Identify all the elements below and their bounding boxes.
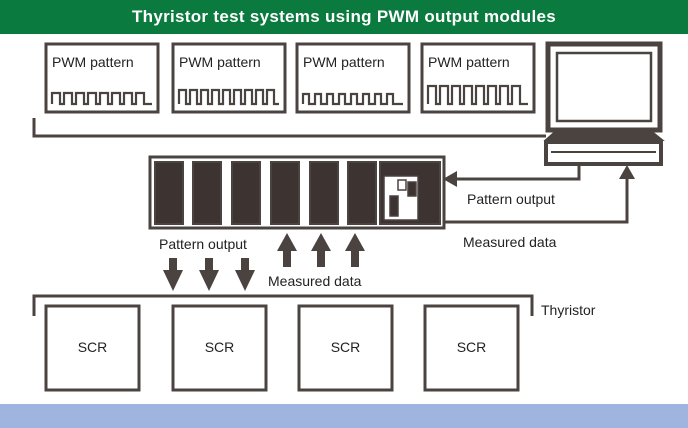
- pwm-pattern-box-1: [44, 42, 160, 114]
- plc-module-1: [154, 161, 184, 225]
- pwm-waveform-2: [177, 88, 279, 106]
- plc-module-5: [309, 161, 339, 225]
- scr-box-4: [423, 304, 520, 392]
- measured-data-arrowhead: [619, 165, 635, 179]
- pattern-output-label-plc: Pattern output: [467, 191, 555, 207]
- pwm-pattern-label-2: PWM pattern: [179, 54, 261, 70]
- pattern-bracket-line: [32, 118, 546, 138]
- scr-box-2: [171, 304, 268, 392]
- down-arrow-2: [199, 258, 219, 291]
- computer-screen: [555, 51, 653, 123]
- pwm-waveform-4: [426, 84, 528, 106]
- measured-data-line: [444, 178, 629, 224]
- diagram-title: Thyristor test systems using PWM output …: [0, 0, 688, 34]
- computer-base: [543, 131, 665, 141]
- scr-box-1: [44, 304, 141, 392]
- pwm-waveform-1: [50, 91, 152, 106]
- computer-monitor: [545, 41, 663, 133]
- plc-module-2: [192, 161, 222, 225]
- pwm-pattern-box-3: [295, 42, 411, 114]
- up-arrow-2: [311, 233, 331, 267]
- pwm-pattern-label-1: PWM pattern: [52, 54, 134, 70]
- scr-label-4: SCR: [456, 339, 487, 355]
- scr-label-2: SCR: [204, 339, 235, 355]
- pwm-pattern-box-2: [171, 42, 287, 114]
- scr-label-1: SCR: [77, 339, 108, 355]
- measured-data-label-thyristor: Measured data: [268, 273, 362, 289]
- plc-module-4: [270, 161, 300, 225]
- plc-unit: [148, 155, 446, 230]
- plc-module-3: [231, 161, 261, 225]
- pattern-output-line: [451, 165, 581, 181]
- pwm-pattern-label-3: PWM pattern: [303, 54, 385, 70]
- scr-box-3: [297, 304, 394, 392]
- pattern-output-arrowhead: [443, 171, 457, 187]
- up-arrow-1: [277, 233, 297, 267]
- pwm-waveform-3: [301, 92, 403, 106]
- bottom-color-strip: [0, 404, 688, 428]
- measured-data-label-plc: Measured data: [463, 234, 557, 250]
- pwm-pattern-label-4: PWM pattern: [428, 54, 510, 70]
- thyristor-group-label: Thyristor: [541, 302, 596, 318]
- thyristor-bracket: [32, 294, 534, 316]
- scr-label-3: SCR: [330, 339, 361, 355]
- pwm-pattern-box-4: [420, 42, 536, 114]
- down-arrow-1: [163, 258, 183, 291]
- down-arrow-3: [235, 258, 255, 291]
- computer-keyboard: [544, 140, 663, 166]
- pattern-output-label-thyristor: Pattern output: [159, 236, 247, 252]
- up-arrow-3: [345, 233, 365, 267]
- plc-module-6: [347, 161, 377, 225]
